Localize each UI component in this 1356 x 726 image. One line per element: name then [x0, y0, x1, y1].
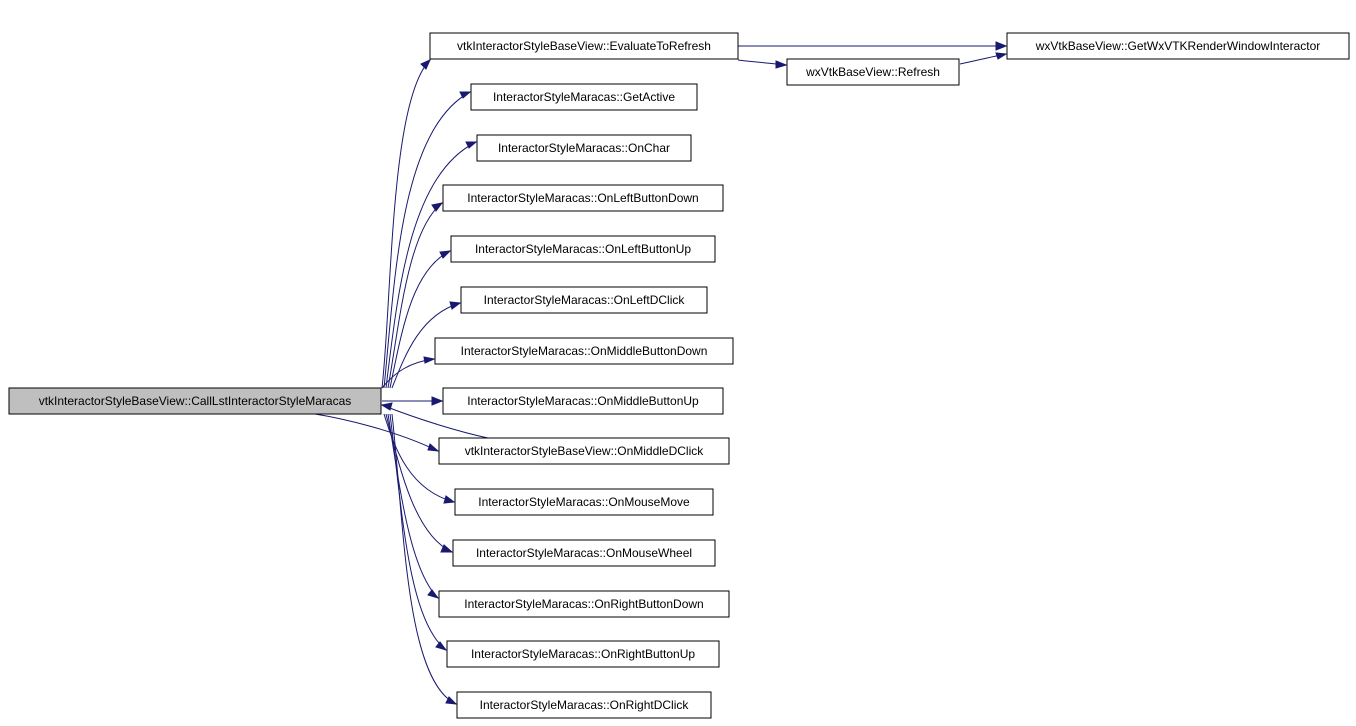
arrowhead-get-active	[459, 91, 472, 99]
edge-root-to-on-mouse-move	[383, 413, 455, 503]
node-on-right-button-down[interactable]: InteractorStyleMaracas::OnRightButtonDow…	[438, 590, 730, 618]
node-on-middle-dclick[interactable]: vtkInteractorStyleBaseView::OnMiddleDCli…	[438, 437, 730, 465]
edges	[314, 45, 1007, 705]
edge-root-to-on-left-button-down	[387, 202, 443, 389]
node-on-middle-button-down-label: InteractorStyleMaracas::OnMiddleButtonDo…	[461, 344, 708, 358]
node-on-middle-button-up[interactable]: InteractorStyleMaracas::OnMiddleButtonUp	[442, 387, 724, 415]
node-on-mouse-wheel-label: InteractorStyleMaracas::OnMouseWheel	[476, 546, 692, 560]
node-on-mouse-move[interactable]: InteractorStyleMaracas::OnMouseMove	[454, 488, 714, 516]
node-on-mouse-wheel[interactable]: InteractorStyleMaracas::OnMouseWheel	[452, 539, 716, 567]
edge-root-to-on-right-button-down	[387, 413, 439, 599]
node-on-middle-button-down[interactable]: InteractorStyleMaracas::OnMiddleButtonDo…	[434, 337, 734, 365]
arrowhead-on-mouse-move	[443, 495, 456, 504]
edge-root-to-on-right-dclick	[391, 413, 457, 705]
arrowhead-on-char	[465, 141, 478, 149]
node-on-left-dclick[interactable]: InteractorStyleMaracas::OnLeftDClick	[460, 286, 708, 314]
node-evaluate-to-refresh[interactable]: vtkInteractorStyleBaseView::EvaluateToRe…	[429, 32, 739, 60]
node-get-active[interactable]: InteractorStyleMaracas::GetActive	[470, 83, 698, 111]
node-evaluate-to-refresh-label: vtkInteractorStyleBaseView::EvaluateToRe…	[457, 39, 711, 53]
node-on-right-button-up[interactable]: InteractorStyleMaracas::OnRightButtonUp	[446, 640, 720, 668]
arrowhead-evaluate-to-refresh	[420, 59, 431, 70]
edge-root-to-on-left-dclick	[391, 302, 461, 389]
edge-root-to-on-middle-button-down	[381, 358, 435, 389]
arrowhead-on-left-dclick	[449, 301, 462, 310]
edge-root-to-get-active	[383, 91, 471, 389]
arrowhead-refresh	[775, 60, 788, 69]
edge-root-to-on-char	[385, 141, 477, 389]
node-refresh-label: wxVtkBaseView::Refresh	[805, 65, 940, 79]
node-refresh[interactable]: wxVtkBaseView::Refresh	[786, 58, 960, 86]
node-get-wx-vtk-render-window-interactor[interactable]: wxVtkBaseView::GetWxVTKRenderWindowInter…	[1006, 32, 1350, 60]
arrowhead-on-left-button-down	[431, 202, 444, 212]
node-root-label: vtkInteractorStyleBaseView::CallLstInter…	[39, 394, 352, 408]
node-on-middle-button-up-label: InteractorStyleMaracas::OnMiddleButtonUp	[467, 394, 699, 408]
arrowhead-on-middle-dclick	[427, 443, 440, 452]
node-get-active-label: InteractorStyleMaracas::GetActive	[493, 90, 675, 104]
edge-root-to-on-right-button-up	[389, 413, 447, 651]
node-on-right-dclick-label: InteractorStyleMaracas::OnRightDClick	[480, 698, 690, 712]
arrowhead-on-mouse-wheel	[440, 544, 454, 553]
node-on-left-dclick-label: InteractorStyleMaracas::OnLeftDClick	[484, 293, 686, 307]
nodes: vtkInteractorStyleBaseView::CallLstInter…	[8, 32, 1350, 719]
node-on-char[interactable]: InteractorStyleMaracas::OnChar	[476, 134, 692, 162]
node-on-left-button-down-label: InteractorStyleMaracas::OnLeftButtonDown	[467, 191, 698, 205]
arrowhead-root-from-on-middle-dclick	[380, 402, 393, 411]
node-on-right-button-down-label: InteractorStyleMaracas::OnRightButtonDow…	[464, 597, 703, 611]
node-on-right-button-up-label: InteractorStyleMaracas::OnRightButtonUp	[471, 647, 695, 661]
edge-root-to-evaluate-to-refresh	[381, 59, 431, 389]
node-root[interactable]: vtkInteractorStyleBaseView::CallLstInter…	[8, 387, 382, 415]
arrowhead-on-right-button-down	[427, 589, 440, 599]
node-on-left-button-up[interactable]: InteractorStyleMaracas::OnLeftButtonUp	[450, 235, 716, 263]
edge-on-middle-dclick-to-root	[381, 404, 489, 439]
node-on-right-dclick[interactable]: InteractorStyleMaracas::OnRightDClick	[456, 691, 712, 719]
node-on-left-button-up-label: InteractorStyleMaracas::OnLeftButtonUp	[475, 242, 691, 256]
edge-root-to-on-middle-dclick	[314, 413, 439, 452]
arrowhead-get-wx-vtk-render-window-interactor-2	[995, 52, 1008, 60]
arrowhead-on-left-button-up	[439, 250, 452, 259]
node-on-middle-dclick-label: vtkInteractorStyleBaseView::OnMiddleDCli…	[465, 444, 705, 458]
node-get-wx-vtk-render-window-interactor-label: wxVtkBaseView::GetWxVTKRenderWindowInter…	[1035, 39, 1321, 53]
arrowhead-on-middle-button-down	[423, 356, 436, 364]
arrowhead-on-right-button-up	[435, 641, 448, 651]
edge-root-to-on-mouse-wheel	[385, 413, 453, 553]
arrow-heads	[380, 41, 1008, 705]
node-on-char-label: InteractorStyleMaracas::OnChar	[498, 141, 670, 155]
arrowhead-get-wx-vtk-render-window-interactor-1	[995, 41, 1008, 51]
edge-root-to-on-left-button-up	[389, 250, 451, 389]
arrowhead-on-right-dclick	[445, 696, 458, 705]
arrowhead-on-middle-button-up	[431, 396, 444, 406]
node-on-left-button-down[interactable]: InteractorStyleMaracas::OnLeftButtonDown	[442, 184, 724, 212]
node-on-mouse-move-label: InteractorStyleMaracas::OnMouseMove	[478, 495, 690, 509]
